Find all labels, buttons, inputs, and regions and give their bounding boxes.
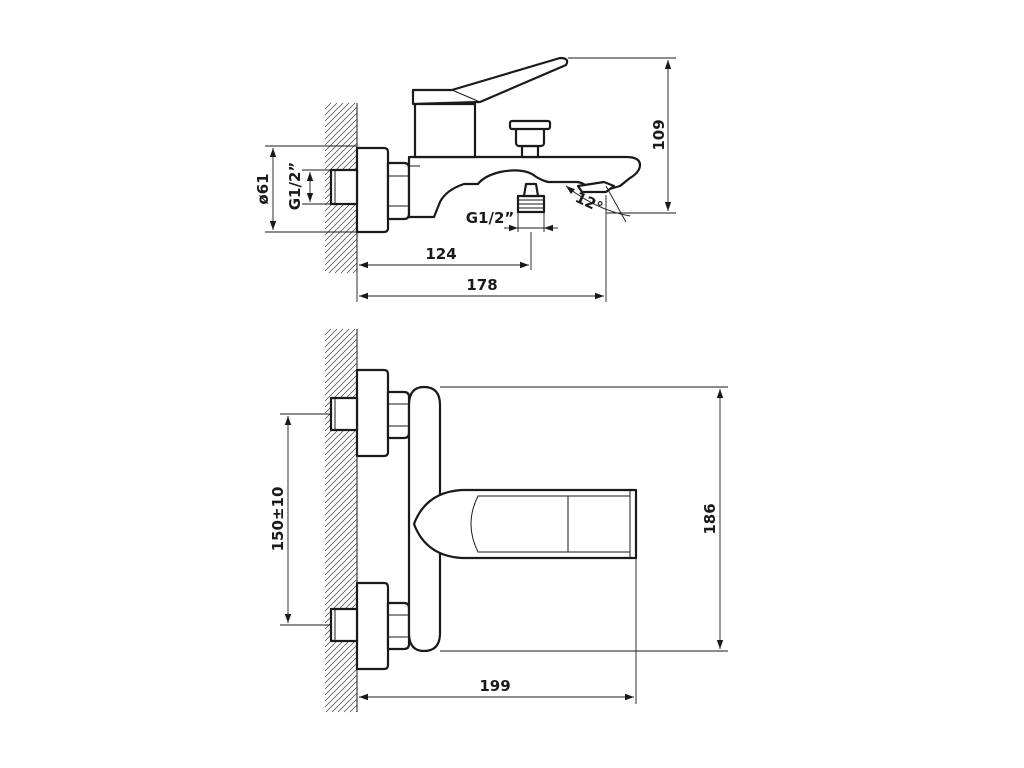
wall-hatch-line <box>324 124 358 158</box>
wall-hatch-line <box>324 530 358 564</box>
lever-handle <box>411 56 569 106</box>
dim-inlet-thread: G1/2” <box>286 162 304 211</box>
dim-depth-outlet: 124 <box>425 245 456 263</box>
top-view: 150±10 186 199 <box>269 328 728 713</box>
upper-flange <box>355 368 390 458</box>
wall-hatch-line <box>324 662 358 696</box>
wall-hatch-line <box>337 692 358 713</box>
wall-hatch-line <box>324 518 358 552</box>
dim-diameter: ø61 <box>254 173 272 204</box>
wall-hatch-line <box>324 338 358 372</box>
dim-depth-total: 178 <box>466 276 497 294</box>
wall-hatch-line <box>324 208 358 242</box>
lower-inlet-stub <box>329 607 359 643</box>
wall-hatch-line <box>324 446 358 480</box>
wall-hatch-line <box>324 202 358 236</box>
wall-hatch-line <box>324 482 358 516</box>
wall-hatch-line <box>324 232 358 266</box>
wall-hatch-line <box>324 328 344 348</box>
wall-hatch-line <box>324 328 332 336</box>
wall-hatch-line <box>324 512 358 546</box>
wall-hatch-line <box>331 686 358 713</box>
wall-hatch-line <box>324 656 358 690</box>
wall-hatch-line <box>324 220 358 254</box>
wall-hatch-line <box>324 356 358 390</box>
wall-hatch-line <box>343 698 358 713</box>
wall-hatch-line <box>324 464 358 498</box>
wall-hatch-line <box>324 328 350 354</box>
wall-hatch-line <box>324 328 356 360</box>
wall-hatch-line <box>324 214 358 248</box>
wall-hatch-line <box>324 536 358 570</box>
outlet-thread <box>516 182 546 214</box>
dim-height: 109 <box>650 119 668 150</box>
wall-hatch-line <box>352 268 358 274</box>
wall-hatch-line <box>324 368 358 402</box>
wall-hatch-line <box>324 554 358 588</box>
hex-nut <box>386 161 411 221</box>
wall-hatch-line <box>324 452 358 486</box>
wall-hatch-line <box>324 328 338 342</box>
mixer-body <box>407 155 642 219</box>
wall-flange <box>355 146 390 234</box>
wall-hatch-line <box>324 458 358 492</box>
wall-hatch-line <box>324 130 358 164</box>
wall-hatch-line <box>324 136 358 170</box>
spout-aerator <box>576 180 616 194</box>
wall-hatch-line <box>346 262 358 274</box>
wall-hatch-line <box>334 250 358 274</box>
wall-hatch-line <box>324 668 358 702</box>
wall-hatch-line <box>324 494 358 528</box>
wall-hatch-line <box>324 578 358 612</box>
wall-hatch-line <box>340 256 358 274</box>
wall-hatch-line <box>324 440 358 474</box>
wall-hatch-line <box>324 112 358 146</box>
wall-hatch-bottom <box>324 328 358 713</box>
side-view: 109 ø61 G1/2” G1/2” 12° 124 178 <box>254 56 676 302</box>
wall-hatch-line <box>324 428 358 462</box>
wall-hatch-line <box>324 560 358 594</box>
cartridge-column <box>413 102 477 159</box>
wall-hatch-line <box>324 542 358 576</box>
wall-hatch-line <box>324 102 350 128</box>
dim-reach: 199 <box>479 677 510 695</box>
wall-hatch-line <box>324 488 358 522</box>
wall-hatch-line <box>324 500 358 534</box>
wall-hatch-line <box>324 506 358 540</box>
wall-hatch-line <box>355 710 358 713</box>
lower-flange <box>355 581 390 671</box>
lower-hex-nut <box>386 601 411 651</box>
wall-hatch-line <box>325 680 358 713</box>
wall-hatch-line <box>324 476 358 510</box>
wall-hatch-line <box>324 524 358 558</box>
wall-hatch-line <box>324 644 358 678</box>
dim-width: 186 <box>701 503 719 534</box>
diverter-button <box>508 119 552 159</box>
wall-hatch-line <box>324 102 344 122</box>
wall-hatch-line <box>324 332 358 366</box>
upper-hex-nut <box>386 390 411 440</box>
wall-hatch-line <box>324 362 358 396</box>
wall-hatch-line <box>324 102 356 134</box>
wall-hatch-line <box>324 344 358 378</box>
wall-hatch-line <box>324 638 358 672</box>
wall-hatch-line <box>324 434 358 468</box>
wall-hatch-line <box>349 704 358 713</box>
wall-hatch-line <box>324 350 358 384</box>
dim-inlet-spacing: 150±10 <box>269 487 287 552</box>
wall-hatch-line <box>324 102 338 116</box>
dim-outlet-thread: G1/2” <box>466 209 515 227</box>
wall-hatch-line <box>324 566 358 600</box>
wall-hatch-line <box>324 548 358 582</box>
wall-hatch-line <box>324 102 332 110</box>
spout-top-view <box>412 488 638 560</box>
wall-hatch-line <box>324 106 358 140</box>
wall-hatch-line <box>324 650 358 684</box>
wall-hatch-line <box>328 244 358 274</box>
wall-hatch-line <box>324 572 358 606</box>
wall-hatch-line <box>324 470 358 504</box>
wall-hatch-line <box>324 238 358 272</box>
wall-hatch-line <box>324 674 358 708</box>
